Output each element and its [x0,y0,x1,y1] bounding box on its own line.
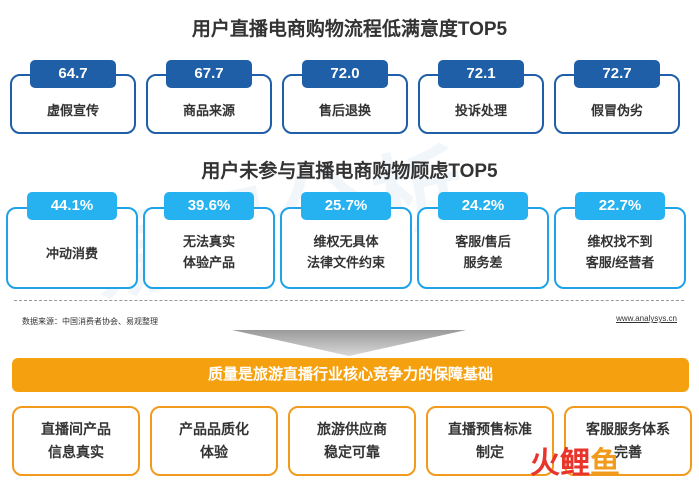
chart2-category-label: 客服/经营者 [585,255,655,270]
measure-label-line: 体验 [200,444,228,460]
logo-char: 火 [530,447,560,480]
chart2-category-label: 法律文件约束 [306,255,385,270]
chart2-category-label: 服务差 [463,255,503,270]
measure-label-line: 信息真实 [48,444,104,460]
chart1-value-badge: 67.7 [166,60,252,88]
measure-label: 旅游供应商稳定可靠 [290,418,414,464]
chart1-category-label: 假冒伪劣 [590,103,643,118]
chart1-title: 用户直播电商购物流程低满意度TOP5 [191,19,508,40]
chart2-value-badge: 44.1% [27,192,117,220]
measure-label: 直播预售标准制定 [428,418,552,464]
chart2-category-label: 客服/售后 [455,234,511,249]
chart1-category-label: 虚假宣传 [46,103,99,118]
chart1-value-badge: 72.1 [438,60,524,88]
measure-label: 直播间产品信息真实 [14,418,138,464]
chart2-category-label: 维权无具体 [313,234,379,249]
source-url[interactable]: www.analysys.cn [616,314,677,323]
chart2-category-label: 冲动消费 [45,246,98,261]
measure-label-line: 直播预售标准 [448,421,532,437]
measure-card: 客服服务体系完善 [564,406,692,476]
measure-label-line: 旅游供应商 [317,421,387,437]
chart1-category-label: 投诉处理 [454,103,507,118]
chart1-value-badge: 72.0 [302,60,388,88]
measure-card: 产品品质化体验 [150,406,278,476]
chart2-card: 无法真实体验产品 [143,207,275,289]
chart2-card: 客服/售后服务差 [417,207,549,289]
conclusion-banner: 质量是旅游直播行业核心竞争力的保障基础 [12,358,689,392]
divider [14,300,684,301]
measure-label-line: 直播间产品 [41,421,111,437]
measure-card: 直播预售标准制定 [426,406,554,476]
logo-char: 鲤 [560,447,590,480]
measure-label: 客服服务体系完善 [566,418,690,464]
measure-card: 直播间产品信息真实 [12,406,140,476]
chart1-category-label: 售后退换 [318,103,371,118]
chart2-value-badge: 22.7% [575,192,665,220]
chart2-value-badge: 24.2% [438,192,528,220]
logo-char: 鱼 [590,447,620,480]
chart1-value-badge: 72.7 [574,60,660,88]
chart2-category-label: 体验产品 [182,255,235,270]
chart2-card: 冲动消费 [6,207,138,289]
chart2-card: 维权找不到客服/经营者 [554,207,686,289]
chart2-value-badge: 39.6% [164,192,254,220]
chart2-value-badge: 25.7% [301,192,391,220]
down-arrow-icon [232,330,466,356]
chart2-category-label: 维权找不到 [587,234,653,249]
chart2-category-label: 无法真实 [182,234,235,249]
measure-card: 旅游供应商稳定可靠 [288,406,416,476]
measure-label-line: 稳定可靠 [324,444,380,460]
brand-logo: 火鲤鱼 [530,438,620,482]
measure-label-line: 产品品质化 [179,421,249,437]
measure-label: 产品品质化体验 [152,418,276,464]
chart1-value-badge: 64.7 [30,60,116,88]
source-note: 数据来源：中国消费者协会、易观整理 [22,317,158,326]
chart2-title: 用户未参与直播电商购物顾虑TOP5 [201,161,498,182]
chart1-category-label: 商品来源 [182,103,235,118]
measure-label-line: 客服服务体系 [586,421,670,437]
measure-label-line: 完善 [614,444,642,460]
measure-label-line: 制定 [476,444,504,460]
